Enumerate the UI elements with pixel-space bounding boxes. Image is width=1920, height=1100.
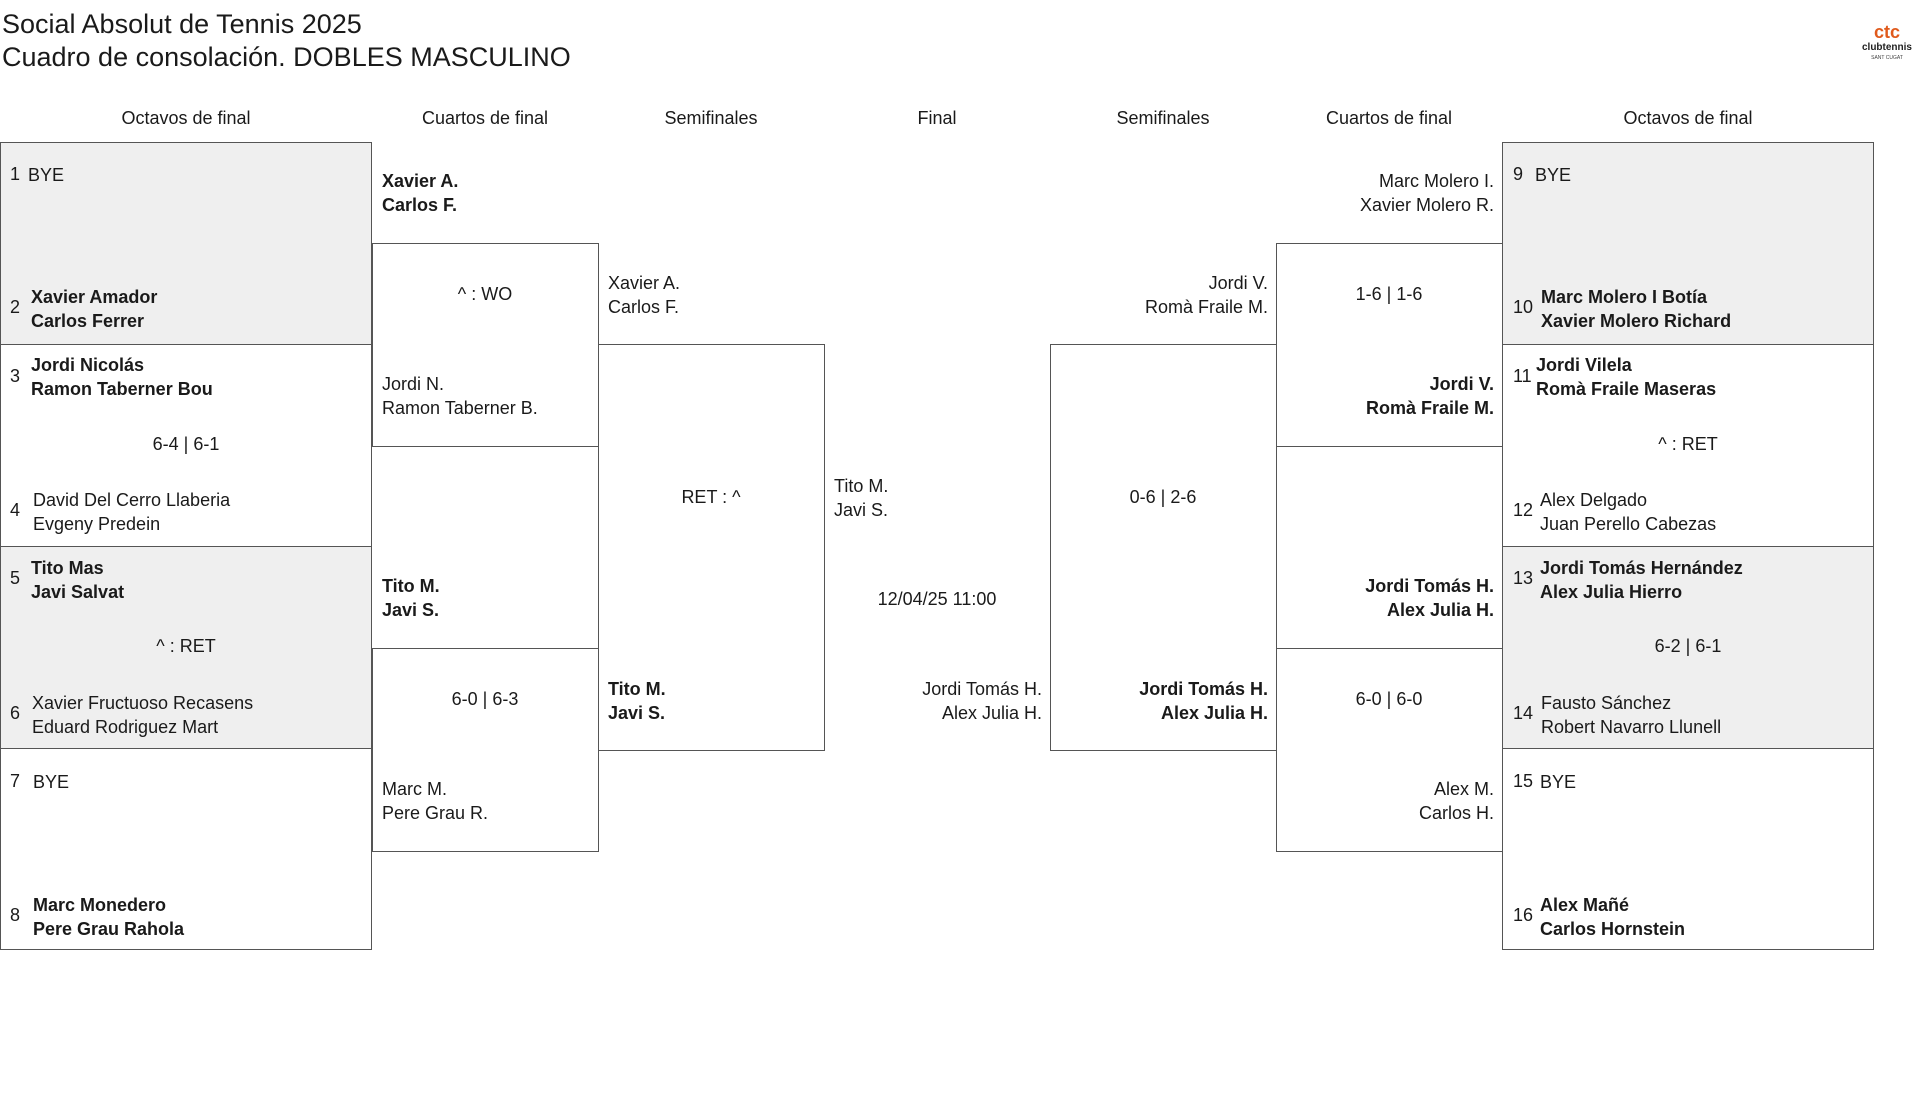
seed-number: 16 [1513,905,1534,925]
match-box-qf-left-2 [372,648,599,852]
match-box-qf-right-2 [1276,648,1503,852]
seed-number: 12 [1513,500,1534,520]
seed-number: 15 [1513,771,1534,791]
team-entry-winner: Jordi V.Romà Fraile M. [1365,374,1494,418]
seed-number: 7 [10,771,21,791]
seed-number: 3 [10,366,21,386]
finalist-left: Tito M.Javi S. [834,476,889,520]
team-entry: BYE [1535,165,1572,185]
match-box-sf-left [598,344,825,751]
match-box-r16-right-1 [1502,142,1874,345]
match-score: ^ : WO [457,284,513,304]
match-score: 6-0 | 6-0 [1355,689,1423,709]
match-score: RET : ^ [681,487,741,507]
seed-number: 1 [10,164,21,184]
team-entry-winner: Xavier A.Carlos F. [382,171,459,215]
match-box-qf-left-1 [372,243,599,447]
team-entry: Marc M.Pere Grau R. [382,779,489,823]
match-score: 6-0 | 6-3 [451,689,519,709]
team-entry: Jordi V.Romà Fraile M. [1144,273,1268,317]
match-score: 6-2 | 6-1 [1654,636,1722,656]
match-box-qf-right-1 [1276,243,1503,447]
team-entry: Marc Molero I.Xavier Molero R. [1359,171,1494,215]
team-entry: BYE [28,165,65,185]
svg-text:SANT CUGAT: SANT CUGAT [1871,55,1903,61]
seed-number: 4 [10,500,21,520]
team-entry-winner: Jordi Tomás H.Alex Julia H. [1365,576,1494,620]
round-header-qf-left: Cuartos de final [421,108,549,128]
team-entry: Alex M.Carlos H. [1418,779,1494,823]
match-score: 1-6 | 1-6 [1355,284,1423,304]
seed-number: 2 [10,297,21,317]
match-score: ^ : RET [156,636,216,656]
seed-number: 10 [1513,297,1534,317]
match-box-r16-left-1 [0,142,372,345]
finalist-right: Jordi Tomás H.Alex Julia H. [922,679,1042,723]
match-score: 6-4 | 6-1 [152,434,220,454]
round-header-final: Final [917,108,957,128]
team-entry: BYE [33,772,70,792]
team-entry-winner: Tito M.Javi S. [382,576,440,620]
team-entry: Jordi N.Ramon Taberner B. [382,374,538,418]
match-date: 12/04/25 11:00 [877,589,997,609]
match-score: ^ : RET [1658,434,1718,454]
seed-number: 13 [1513,568,1534,588]
seed-number: 8 [10,905,21,925]
seed-number: 9 [1513,164,1524,184]
round-header-r16-right: Octavos de final [1623,108,1753,128]
round-header-r16-left: Octavos de final [121,108,251,128]
page-subtitle: Cuadro de consolación. DOBLES MASCULINO [2,42,571,72]
team-entry-winner: Jordi Tomás H.Alex Julia H. [1139,679,1268,723]
match-box-r16-right-4 [1502,748,1874,950]
match-score: 0-6 | 2-6 [1129,487,1197,507]
round-header-sf-right: Semifinales [1116,108,1210,128]
svg-text:clubtennis: clubtennis [1862,42,1912,53]
round-header-sf-left: Semifinales [664,108,758,128]
round-header-qf-right: Cuartos de final [1325,108,1453,128]
team-entry: BYE [1540,772,1577,792]
match-box-sf-right [1050,344,1277,751]
seed-number: 11 [1513,366,1532,386]
seed-number: 6 [10,703,21,723]
page-title: Social Absolut de Tennis 2025 [2,9,362,39]
team-entry: Xavier A.Carlos F. [608,273,681,317]
match-box-r16-left-4 [0,748,372,950]
match-box-r16-left-2 [0,344,372,547]
team-entry-winner: Tito M.Javi S. [608,679,666,723]
club-logo: ctc clubtennis SANT CUGAT [1858,22,1916,62]
seed-number: 14 [1513,703,1534,723]
svg-text:ctc: ctc [1874,22,1900,42]
match-box-r16-right-3 [1502,546,1874,749]
seed-number: 5 [10,568,21,588]
match-box-r16-right-2 [1502,344,1874,547]
